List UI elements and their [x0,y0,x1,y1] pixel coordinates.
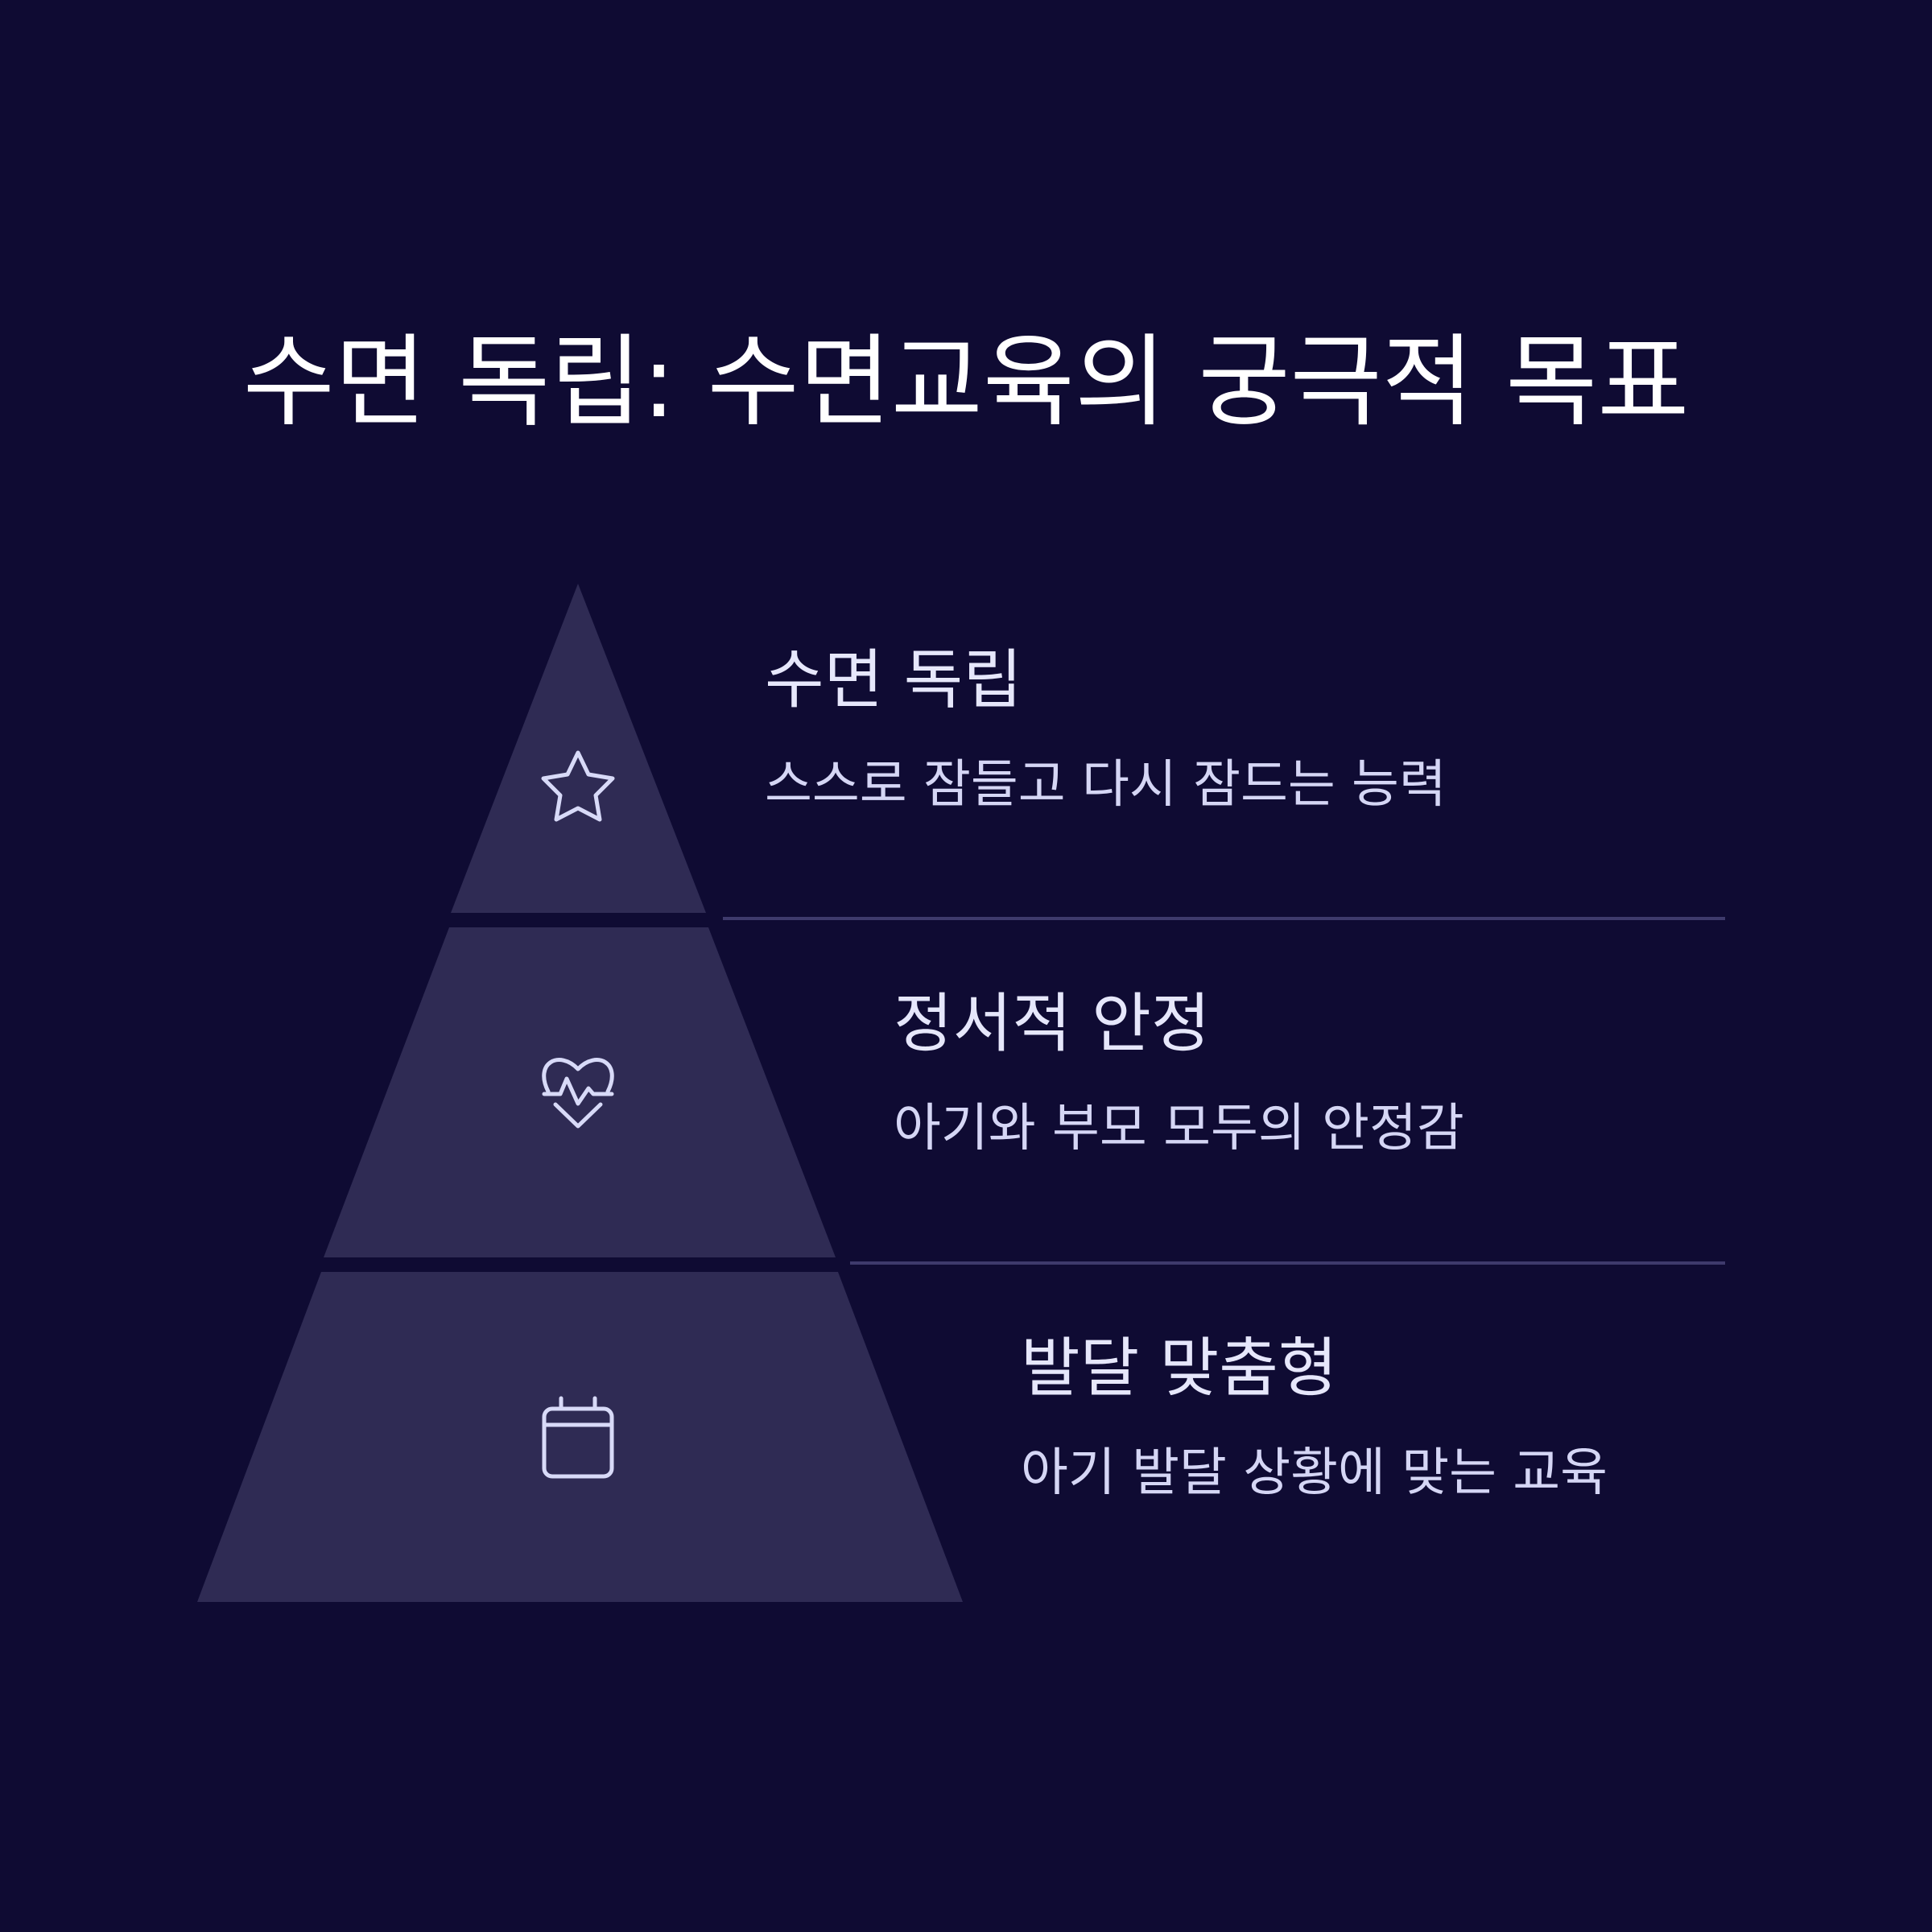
page-title: 수면 독립: 수면교육의 궁극적 목표 [242,324,1690,440]
tier-heading: 수면 독립 [765,642,1022,717]
star-icon [541,750,615,822]
tier-text-emotional-stability: 정서적 안정 아기와 부모 모두의 안정감 [894,984,1464,1161]
tier-heading: 정서적 안정 [894,986,1211,1061]
tier-text-sleep-independence: 수면 독립 스스로 잠들고 다시 잠드는 능력 [765,640,1447,817]
tier-description: 아기와 부모 모두의 안정감 [894,1099,1464,1158]
tier-heading: 발달 맞춤형 [1021,1331,1338,1406]
tier-description: 스스로 잠들고 다시 잠드는 능력 [765,755,1447,815]
pyramid-tier-bottom [197,1272,963,1602]
tier-text-developmental-fit: 발달 맞춤형 아기 발달 상황에 맞는 교육 [1021,1328,1608,1505]
pyramid-tier-middle [324,927,836,1257]
heart-pulse-icon [542,1058,614,1129]
calendar-icon [542,1396,614,1479]
tier-description: 아기 발달 상황에 맞는 교육 [1021,1443,1608,1503]
pyramid-tier-top [451,584,706,913]
